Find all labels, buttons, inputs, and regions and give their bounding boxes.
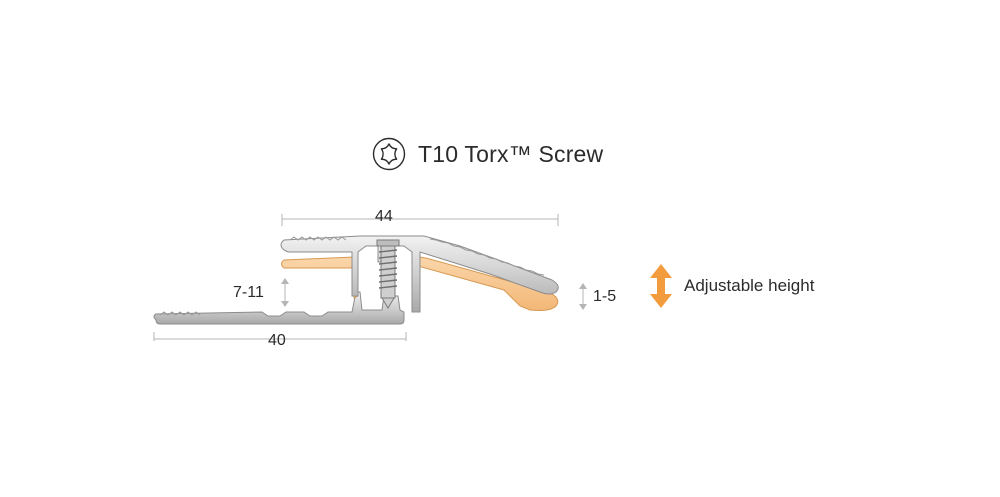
dimension-right-label: 1-5 (593, 288, 617, 305)
cover-serration-left (289, 236, 347, 241)
dimension-left-arrow (281, 278, 289, 307)
base-serration (159, 311, 201, 316)
torx-star-icon (372, 137, 406, 171)
dimension-bottom (153, 332, 407, 341)
double-arrow-vertical-icon (650, 264, 672, 308)
dimension-left-label: 7-11 (233, 284, 264, 301)
page-title: T10 Torx™ Screw (418, 140, 604, 167)
adjustable-height-label: Adjustable height (684, 276, 815, 295)
torx-screw (376, 239, 400, 309)
dimension-right-arrow (579, 283, 587, 310)
title-row: T10 Torx™ Screw (372, 136, 603, 172)
dimension-top-label: 44 (375, 208, 393, 225)
dimension-top (281, 214, 559, 226)
cover-serration-right (429, 238, 545, 276)
dimension-bottom-label: 40 (268, 332, 286, 349)
base-profile (153, 291, 405, 325)
